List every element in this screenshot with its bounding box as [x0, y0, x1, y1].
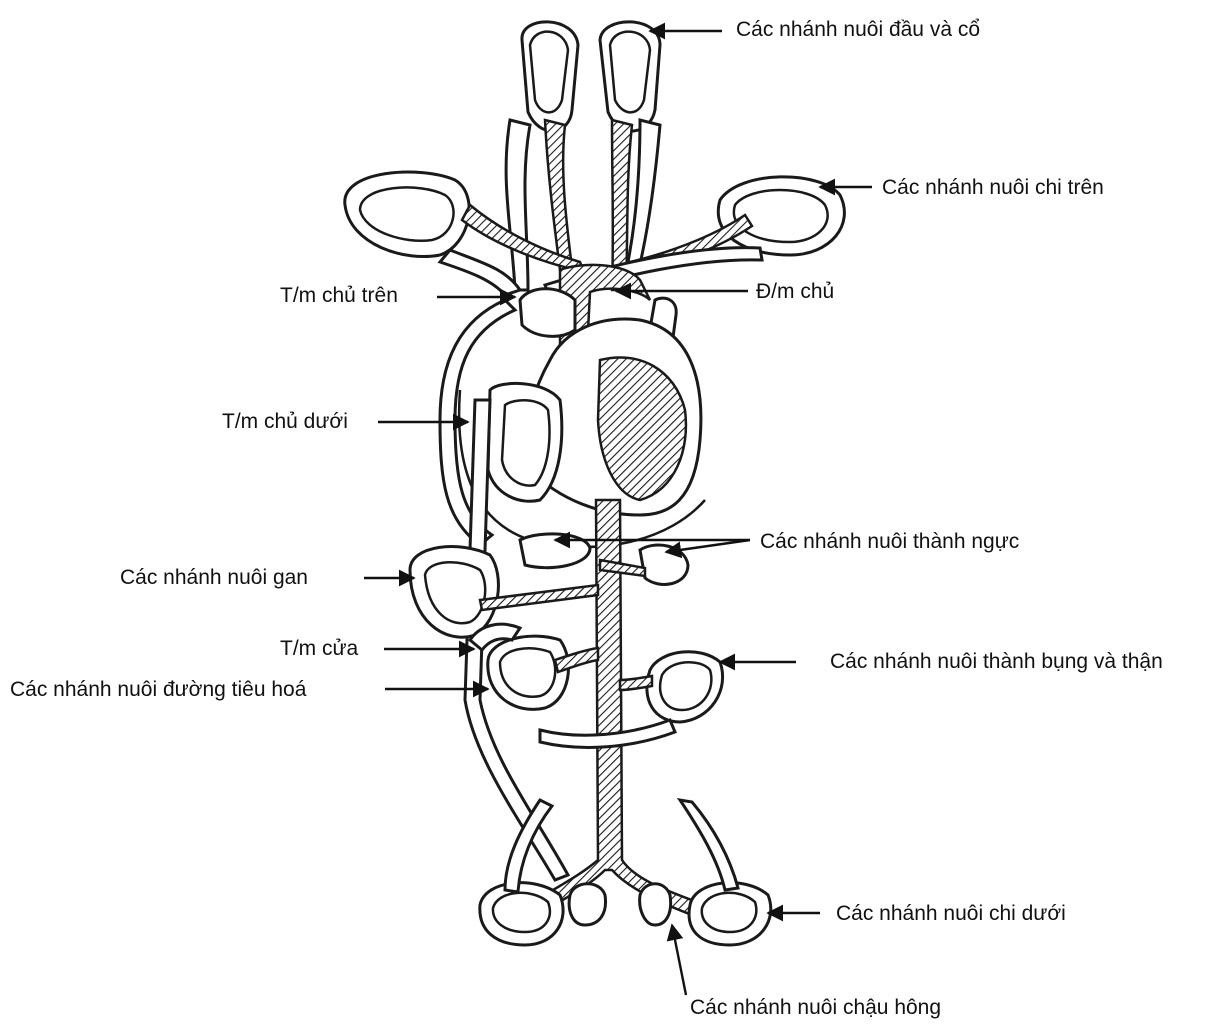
label-abdominal-kidney: Các nhánh nuôi thành bụng và thận	[830, 650, 1163, 674]
label-liver: Các nhánh nuôi gan	[120, 566, 308, 590]
label-upper-limb: Các nhánh nuôi chi trên	[882, 176, 1104, 200]
label-aorta: Đ/m chủ	[756, 280, 834, 304]
leader-pelvis	[672, 925, 686, 995]
label-pelvis: Các nhánh nuôi chậu hông	[690, 996, 941, 1020]
label-lower-limb: Các nhánh nuôi chi dưới	[836, 902, 1066, 926]
leader-chest-wall-b	[666, 540, 750, 552]
digestive-capillary-beds	[470, 624, 598, 709]
label-chest-wall: Các nhánh nuôi thành ngực	[760, 530, 1019, 554]
label-ivc: T/m chủ dưới	[222, 410, 348, 434]
label-svc: T/m chủ trên	[280, 284, 398, 308]
label-portal: T/m cửa	[280, 637, 358, 661]
label-digestive: Các nhánh nuôi đường tiêu hoá	[10, 678, 306, 702]
label-head-neck: Các nhánh nuôi đầu và cổ	[736, 18, 980, 42]
